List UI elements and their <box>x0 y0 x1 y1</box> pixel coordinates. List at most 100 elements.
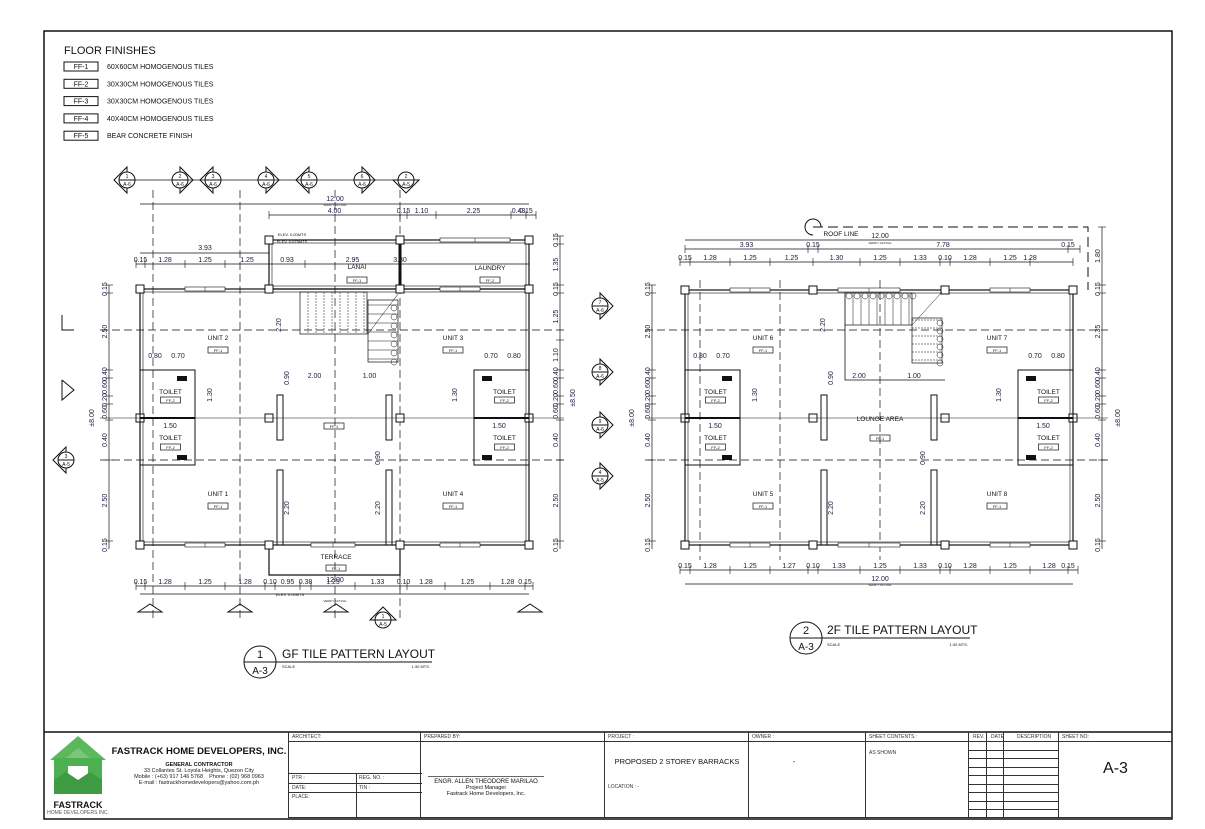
marker-sheet: A-6 <box>596 427 604 433</box>
dimension-label: 1.28 <box>158 579 172 586</box>
revision-table: REV. DATE DESCRIPTION <box>969 732 1059 818</box>
dimension-label: 1.10 <box>553 348 560 362</box>
dimension-label: 1.28 <box>238 579 252 586</box>
dimension-label: 0.95 <box>281 579 295 586</box>
marker-number: 5 <box>308 174 311 180</box>
dimension-label: 0.60 <box>553 405 560 419</box>
finish-tag: FF-2 <box>500 398 509 403</box>
tin-label: TIN : <box>359 785 370 791</box>
exterior-wall-inner <box>142 291 527 543</box>
finish-tag-box <box>346 276 368 284</box>
revision-column-line <box>1003 732 1004 818</box>
dimension-label: 1.25 <box>553 310 560 324</box>
dimension-label: 2.20 <box>820 318 827 332</box>
finish-tag: FF-2 <box>166 398 175 403</box>
roof-line-label: ROOF LINE <box>823 231 859 238</box>
revision-row-line <box>969 749 1059 751</box>
marker-sheet: A-6 <box>176 182 184 188</box>
dimension-label: 1.35 <box>553 258 560 272</box>
dimension-label: 1.28 <box>419 579 433 586</box>
dimension-label: 0.15 <box>806 242 820 249</box>
finish-code: FF-4 <box>74 116 89 123</box>
dimension-label: 2.20 <box>920 501 927 515</box>
project-name: PROPOSED 2 STOREY BARRACKS <box>614 757 740 766</box>
dimension-label: 1.33 <box>832 563 846 570</box>
finish-description: 30X30CM HOMOGENOUS TILES <box>107 99 214 106</box>
finish-tag: FF-1 <box>759 348 768 353</box>
column <box>680 285 690 295</box>
stair-step-number <box>893 292 901 300</box>
finish-tag: FF-2 <box>1044 445 1053 450</box>
2f-scale-value: 1:30 MTS. <box>950 642 968 647</box>
dimension-label: 1.25 <box>1003 255 1017 262</box>
dimension-label: 1.00 <box>907 373 921 380</box>
column <box>395 235 405 245</box>
corridor-wall <box>930 394 938 441</box>
sheet-border <box>43 30 1173 820</box>
marker-number: 3 <box>212 174 215 180</box>
dimension-label: 0.40 <box>1095 367 1102 381</box>
dimension-label: 0.10 <box>263 579 277 586</box>
finish-tag-box <box>494 396 515 404</box>
dimension-label: 0.60 <box>645 405 652 419</box>
dimension-label: 1.30 <box>207 388 214 402</box>
dimension-label: 1.28 <box>1042 563 1056 570</box>
finish-tag: FF-1 <box>449 348 458 353</box>
dimension-label: 1.33 <box>913 563 927 570</box>
verify-note: VERIFY ACTUAL <box>323 599 347 603</box>
dimension-label: 1.30 <box>752 388 759 402</box>
dimension-label: 1.28 <box>158 257 172 264</box>
column <box>940 540 950 550</box>
finish-code-box <box>63 78 99 89</box>
room-label-toilet: TOILET <box>493 435 516 442</box>
stair-step-number <box>936 335 944 343</box>
dimension-label: 1.25 <box>873 563 887 570</box>
stair-step-number <box>390 331 398 339</box>
dimension-label: 1.00 <box>363 373 377 380</box>
dimension-label: 12.00 <box>326 577 344 584</box>
finish-tag-box <box>986 502 1008 510</box>
engineer-role: Project Manager <box>465 785 507 791</box>
stair-step-number <box>390 304 398 312</box>
dimension-label: 0.15 <box>645 538 652 552</box>
dimension-label: 1.25 <box>198 579 212 586</box>
revision-row-line <box>969 800 1059 802</box>
finish-description: 40X40CM HOMOGENOUS TILES <box>107 116 214 123</box>
finish-code: FF-1 <box>74 64 89 71</box>
dimension-label: 2.95 <box>346 257 360 264</box>
room-label-laundry: LAUNDRY <box>475 265 507 272</box>
room-label-lounge-area: LOUNGE AREA <box>857 416 904 423</box>
dimension-label: 1.25 <box>1003 563 1017 570</box>
dimension-label: 2.50 <box>102 494 109 508</box>
dimension-label: 0.10 <box>397 579 411 586</box>
finish-tag: FF-1 <box>449 504 458 509</box>
room-label-toilet: TOILET <box>159 435 182 442</box>
room-label-toilet: TOILET <box>704 435 727 442</box>
finish-tag: FF-1 <box>330 424 339 429</box>
finish-tag-box <box>207 346 229 354</box>
dimension-label: 0.60 <box>645 380 652 394</box>
dimension-label: 2.00 <box>308 373 322 380</box>
marker-sheet: A-6 <box>209 182 217 188</box>
dimension-label: 0.20 <box>1095 393 1102 407</box>
dimension-label: 1.50 <box>163 423 177 430</box>
owner-label: OWNER : <box>752 734 774 740</box>
stair-break-line <box>367 293 399 335</box>
marker-number: 3 <box>65 454 68 460</box>
marker-sheet: A-6 <box>596 308 604 314</box>
finish-tag: FF-1 <box>993 504 1002 509</box>
gf-plan-title: 1 A-3 GF TILE PATTERN LAYOUT SCALE 1:30 … <box>243 645 436 679</box>
room-label-toilet: TOILET <box>159 389 182 396</box>
gf-scale-label: SCALE <box>282 664 295 669</box>
sheet-contents-cell: SHEET CONTENTS : AS SHOWN <box>866 732 969 818</box>
dimension-label: 2.00 <box>852 373 866 380</box>
stair-run <box>911 317 943 364</box>
dimension-label: 0.80 <box>148 353 162 360</box>
dimension-label: 1.28 <box>963 255 977 262</box>
owner-cell: OWNER : - <box>749 732 866 818</box>
gf-title-number: 1 <box>257 649 263 661</box>
sheet-number: A-3 <box>1103 760 1128 777</box>
dimension-label: 0.15 <box>102 282 109 296</box>
